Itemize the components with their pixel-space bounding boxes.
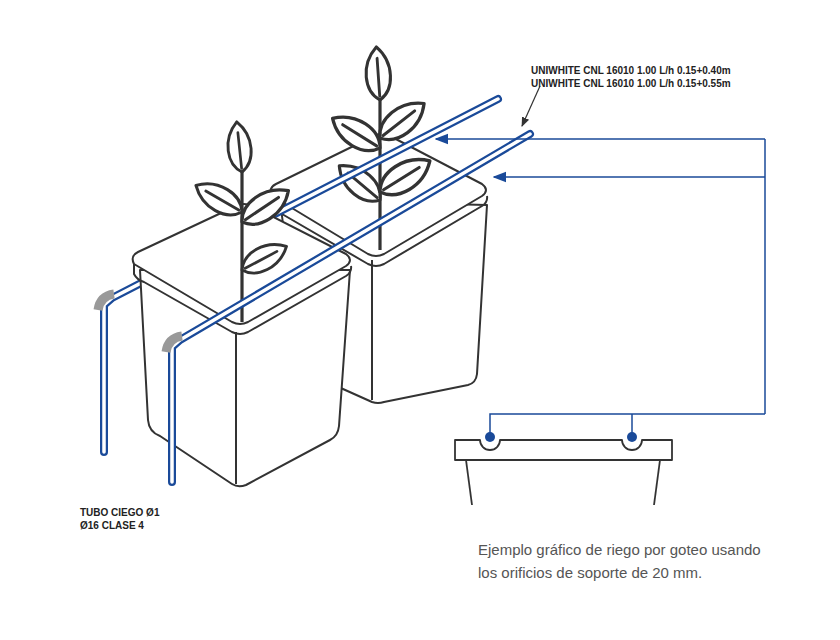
leader-line: [522, 86, 540, 126]
part-label: UNIWHITE CNL 16010 1.00 L/h 0.15+0.40m: [531, 64, 731, 77]
part-label: UNIWHITE CNL 16010 1.00 L/h 0.15+0.55m: [531, 77, 731, 90]
drip-holes: [485, 432, 637, 442]
front-drip-tube: [166, 134, 530, 482]
caption: Ejemplo gráfico de riego por goteo usand…: [478, 538, 763, 584]
part-label: TUBO CIEGO Ø1 Ø16 CLASE 4: [80, 506, 172, 532]
front-plant: [190, 121, 296, 322]
support-section: [455, 440, 672, 505]
feed-lines: [436, 139, 765, 434]
